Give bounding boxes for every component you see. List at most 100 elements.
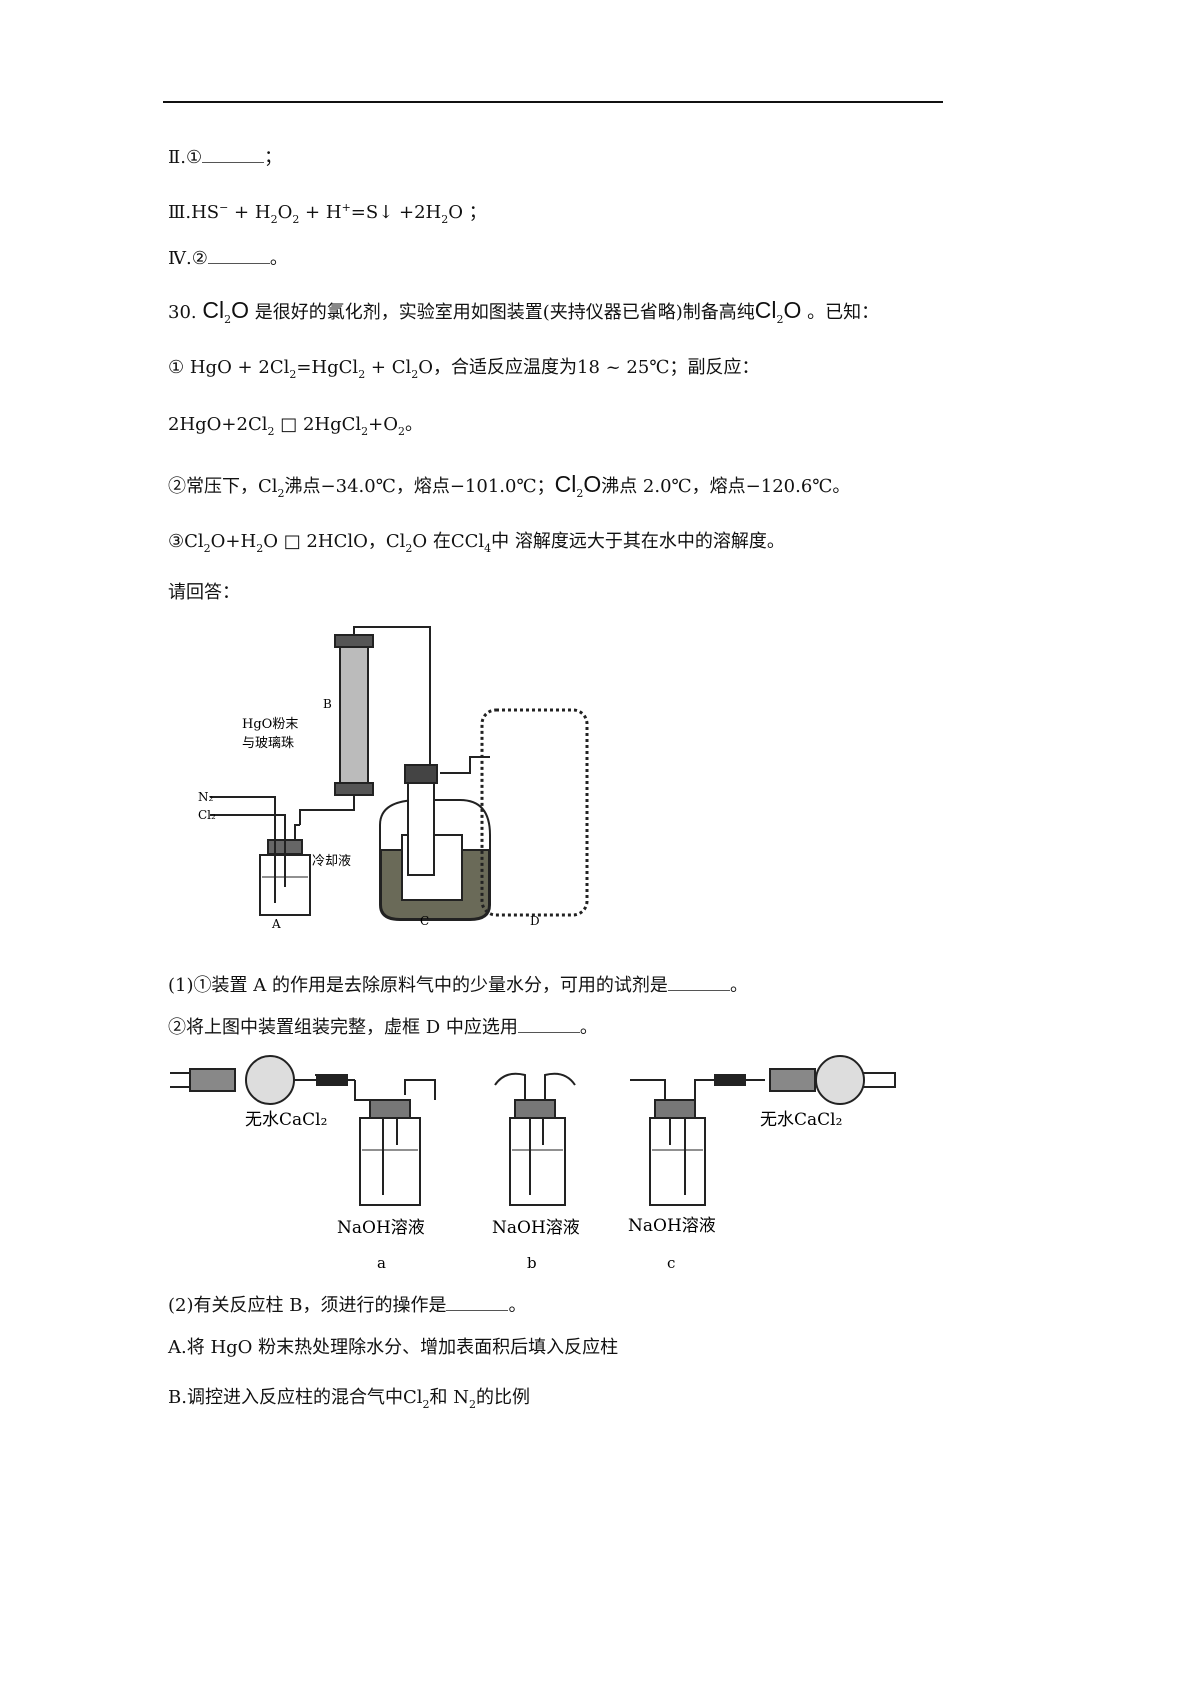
text-segment: 中 溶解度远大于其在水中的溶解度。: [491, 531, 785, 552]
text-segment: ②常压下，Cl: [168, 476, 278, 497]
text-segment: 2: [203, 542, 211, 555]
label-cl2: Cl₂: [198, 808, 216, 822]
label-glass-beads: 与玻璃珠: [242, 736, 294, 751]
bottle-b: [509, 1117, 566, 1206]
label-cacl2-left: 无水CaCl₂: [245, 1110, 327, 1130]
label-a: A: [271, 917, 281, 931]
text-segment: + H: [228, 202, 271, 223]
text-line: ① HgO + 2Cl2=HgCl2 + Cl2O，合适反应温度为18 ~ 25…: [168, 356, 759, 387]
answer-blank: [517, 1018, 580, 1033]
answer-blank: [446, 1296, 509, 1311]
text-segment: 2: [422, 1398, 430, 1411]
text-segment: 2: [224, 313, 232, 326]
text-segment: □ 2HgCl: [274, 414, 362, 435]
text-segment: 。: [405, 414, 423, 435]
text-segment: Cl: [554, 471, 577, 497]
text-segment: 2: [776, 313, 784, 326]
text-line: Ⅲ.HS− + H2O2 + H+=S↓ +2H2O ；: [168, 196, 487, 232]
text-segment: 2: [256, 542, 264, 555]
answer-blank: [207, 249, 270, 264]
text-segment: 30.: [168, 302, 203, 323]
label-c: C: [420, 914, 429, 928]
label-d: D: [530, 914, 540, 928]
text-segment: 沸点 2.0℃，熔点−120.6℃。: [601, 476, 851, 497]
text-segment: O，合适反应温度为18 ~ 25℃；副反应：: [418, 357, 760, 378]
text-segment: 2: [441, 213, 449, 226]
text-segment: 2: [405, 542, 413, 555]
text-segment: Ⅳ.②: [168, 248, 208, 269]
label-n2: N₂: [198, 790, 214, 804]
answer-blank: [667, 976, 730, 991]
text-segment: O: [583, 471, 602, 497]
dashed-box-d: [480, 708, 589, 917]
text-segment: ③Cl: [168, 531, 204, 552]
text-segment: −: [219, 201, 229, 214]
text-segment: (2)有关反应柱 B，须进行的操作是: [168, 1295, 447, 1316]
text-segment: =S↓ +2H: [350, 202, 442, 223]
text-segment: 沸点−34.0℃，熔点−101.0℃；: [284, 476, 555, 497]
text-segment: ②将上图中装置组装完整，虚框 D 中应选用: [168, 1017, 518, 1038]
text-segment: =HgCl: [296, 357, 359, 378]
text-segment: O 在CCl: [412, 531, 485, 552]
text-segment: 的比例: [475, 1387, 530, 1408]
text-line: (2)有关反应柱 B，须进行的操作是 。: [168, 1294, 526, 1318]
text-segment: 。: [508, 1295, 527, 1316]
text-segment: 是很好的氯化剂，实验室用如图装置(夹持仪器已省略)制备高纯: [248, 302, 755, 323]
header-rule: [163, 101, 943, 103]
label-coolant: 冷却液: [312, 854, 351, 869]
label-hgo: HgO粉末: [242, 717, 298, 732]
text-line: 2HgO+2Cl2 □ 2HgCl2+O2。: [168, 413, 423, 444]
text-segment: (1)①装置 A 的作用是去除原料气中的少量水分，可用的试剂是: [168, 975, 668, 996]
text-line: 请回答：: [168, 581, 240, 605]
text-segment: 2: [398, 425, 405, 438]
text-line: Ⅱ.①；: [168, 146, 282, 170]
label-option-c: c: [667, 1254, 675, 1272]
label-naoh-b: NaOH溶液: [492, 1218, 580, 1238]
label-naoh-c: NaOH溶液: [628, 1216, 716, 1236]
text-segment: 2: [267, 425, 275, 438]
label-naoh-a: NaOH溶液: [337, 1218, 425, 1238]
text-segment: 4: [484, 542, 492, 555]
label-cacl2-right: 无水CaCl₂: [760, 1110, 842, 1130]
text-segment: 。: [269, 248, 288, 269]
text-segment: 2: [270, 213, 278, 226]
text-segment: ① HgO + 2Cl: [168, 357, 290, 378]
text-line: ②常压下，Cl2沸点−34.0℃，熔点−101.0℃；Cl2O沸点 2.0℃，熔…: [168, 472, 850, 506]
text-segment: Ⅲ.HS: [168, 202, 220, 223]
text-segment: 。已知：: [801, 302, 880, 323]
bottle-a: [359, 1117, 421, 1206]
text-segment: B.调控进入反应柱的混合气中Cl: [168, 1387, 423, 1408]
text-line: ③Cl2O+H2O □ 2HClO，Cl2O 在CCl4中 溶解度远大于其在水中…: [168, 530, 785, 561]
bottle-c: [649, 1117, 706, 1206]
reaction-column-b: [339, 644, 369, 786]
text-segment: 2: [411, 368, 419, 381]
text-segment: 和 N: [429, 1387, 469, 1408]
label-option-b: b: [527, 1254, 537, 1272]
text-segment: + H: [299, 202, 342, 223]
text-segment: ；: [264, 147, 283, 168]
apparatus-figure: B HgO粉末 与玻璃珠 N₂ Cl₂ 冷却液 A C D: [198, 626, 589, 931]
text-line: ②将上图中装置组装完整，虚框 D 中应选用 。: [168, 1016, 598, 1040]
text-segment: 。: [579, 1017, 598, 1038]
label-b: B: [323, 697, 332, 711]
text-segment: 2: [292, 213, 300, 226]
text-line: B.调控进入反应柱的混合气中Cl2和 N2的比例: [168, 1386, 530, 1417]
text-segment: 2: [358, 368, 366, 381]
text-line: (1)①装置 A 的作用是去除原料气中的少量水分，可用的试剂是 。: [168, 974, 748, 998]
text-line: A.将 HgO 粉末热处理除水分、增加表面积后填入反应柱: [168, 1336, 618, 1360]
text-segment: Cl: [202, 297, 225, 323]
text-line: 30. Cl2O 是很好的氯化剂，实验室用如图装置(夹持仪器已省略)制备高纯Cl…: [168, 298, 879, 332]
label-option-a: a: [377, 1254, 386, 1272]
text-segment: + Cl: [365, 357, 412, 378]
text-segment: 2: [277, 487, 285, 500]
text-segment: +O: [368, 414, 398, 435]
text-segment: 请回答：: [168, 582, 240, 603]
text-segment: 2: [576, 487, 584, 500]
text-line: Ⅳ.② 。: [168, 247, 288, 271]
text-segment: A.将 HgO 粉末热处理除水分、增加表面积后填入反应柱: [168, 1337, 619, 1358]
text-segment: O ；: [448, 202, 487, 223]
text-segment: +: [341, 201, 351, 214]
text-segment: O: [277, 202, 293, 223]
text-segment: 2: [289, 368, 297, 381]
text-segment: 。: [729, 975, 748, 996]
